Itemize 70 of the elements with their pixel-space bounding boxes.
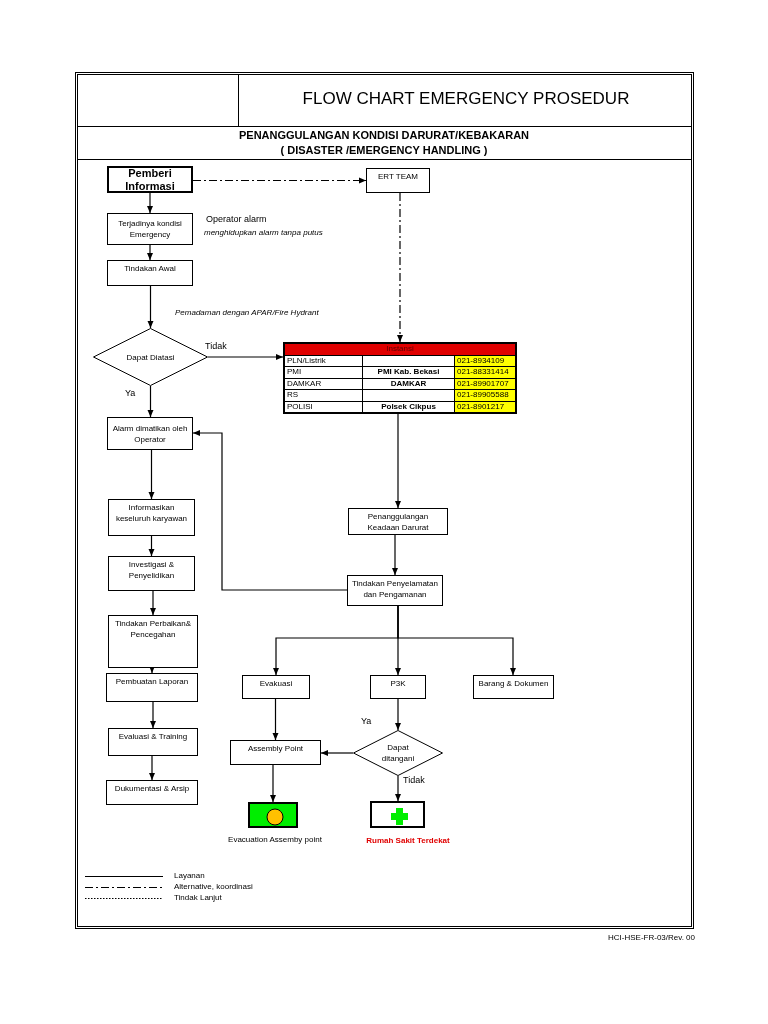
- arrow: [147, 385, 154, 418]
- table-cell: 021-8901217: [454, 401, 516, 413]
- process-box: Tindakan Awal: [107, 260, 193, 286]
- process-box: Tindakan Penyelamatan dan Pengamanan: [347, 575, 443, 606]
- subtitle: PENANGGULANGAN KONDISI DARURAT/KEBAKARAN: [237, 129, 531, 141]
- arrow: [207, 354, 284, 360]
- arrow: [320, 750, 354, 756]
- process-box: Pemberi Informasi: [107, 166, 193, 193]
- arrow: [397, 192, 403, 343]
- table-cell: 021-89901707: [454, 378, 516, 390]
- arrow: [270, 764, 276, 803]
- assembly-point-marker: [248, 802, 298, 828]
- document-code: HCI-HSE-FR-03/Rev. 00: [607, 932, 695, 944]
- process-box: Informasikan keseluruh karyawan: [108, 499, 195, 536]
- process-box: Evaluasi & Training: [108, 728, 198, 756]
- table-cell: PLN/Listrik: [284, 355, 363, 367]
- process-box: Alarm dimatikan oleh Operator: [107, 417, 193, 450]
- arrow: [147, 192, 153, 214]
- legend-label: Layanan: [174, 871, 205, 881]
- arrow: [192, 430, 348, 591]
- note-text: menghidupkan alarm tanpa putus: [204, 227, 324, 239]
- process-box: Tindakan Perbaikan& Pencegahan: [108, 615, 198, 668]
- arrow: [147, 285, 154, 329]
- table-header-cell: Instansi: [284, 343, 516, 355]
- marker-caption: Rumah Sakit Terdekat: [365, 835, 451, 846]
- hospital-marker: [370, 801, 425, 828]
- arrow: [149, 666, 155, 674]
- table-cell: DAMKAR: [284, 378, 363, 390]
- arrow: [272, 698, 279, 741]
- subtitle: ( DISASTER /EMERGENCY HANDLING ): [279, 144, 489, 156]
- contact-table: [283, 342, 517, 414]
- arrow: [192, 177, 367, 184]
- process-box: Investigasi & Penyelidikan: [108, 556, 195, 591]
- edge-label: Ya: [124, 388, 137, 399]
- note-text: Operator alarm: [206, 213, 268, 225]
- arrow: [395, 413, 401, 509]
- edge-label: Ya: [360, 716, 373, 727]
- process-box: Barang & Dokumen: [473, 675, 554, 699]
- table-cell: RS: [284, 389, 363, 401]
- process-box: Pembuatan Laporan: [106, 673, 198, 702]
- arrow: [150, 590, 156, 616]
- process-box: Assembly Point: [230, 740, 321, 765]
- arrow: [147, 244, 153, 261]
- legend-label: Alternative, koordinasi: [174, 882, 253, 892]
- arrow: [149, 755, 155, 781]
- arrow: [148, 535, 155, 557]
- process-box: Penanggulangan Keadaan Darurat: [348, 508, 448, 535]
- arrow: [392, 534, 398, 576]
- table-cell: Polsek Cikpus: [362, 401, 455, 413]
- process-box: P3K: [370, 675, 426, 699]
- decision-diamond: Dapat ditangani: [353, 730, 443, 776]
- edge-label: Tidak: [402, 775, 426, 786]
- table-cell: DAMKAR: [362, 378, 455, 390]
- arrow: [150, 701, 156, 729]
- table-cell: POLISI: [284, 401, 363, 413]
- arrow: [395, 775, 401, 802]
- arrow: [148, 449, 155, 500]
- arrow: [395, 698, 401, 731]
- table-cell: PMI Kab. Bekasi: [362, 366, 455, 378]
- process-box: Evakuasi: [242, 675, 310, 699]
- legend-label: Tindak Lanjut: [174, 893, 222, 903]
- table-cell: PMI: [284, 366, 363, 378]
- note-text: Pemadaman dengan APAR/Fire Hydrant: [175, 307, 320, 319]
- process-box: Dukumentasi & Arsip: [106, 780, 198, 805]
- arrow: [397, 605, 516, 676]
- process-box: Terjadinya kondisi Emergency: [107, 213, 193, 245]
- marker-caption: Evacuation Assemby point: [227, 834, 323, 845]
- table-cell: 021-8934109: [454, 355, 516, 367]
- process-box: ERT TEAM: [366, 168, 430, 193]
- diagram-title: FLOW CHART EMERGENCY PROSEDUR: [301, 88, 631, 110]
